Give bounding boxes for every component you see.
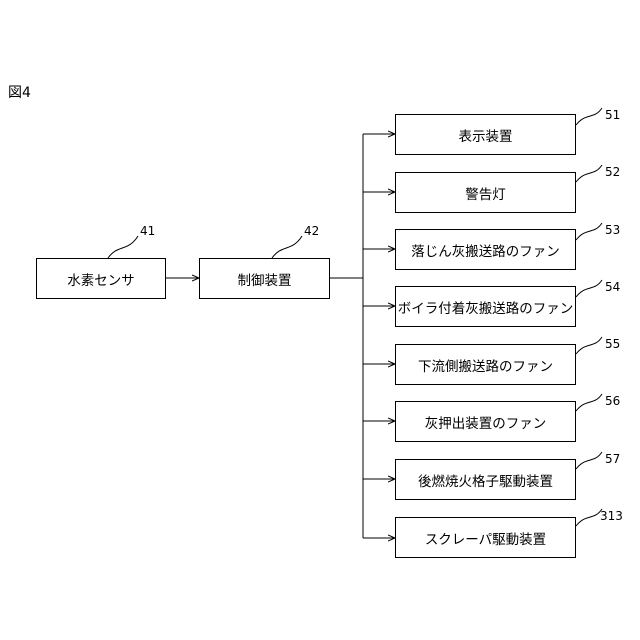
output-label: 後燃焼火格子駆動装置 [418, 470, 553, 490]
ref-number-52: 52 [605, 165, 620, 179]
hydrogen-sensor-box: 水素センサ [36, 258, 166, 299]
ref-number-56: 56 [605, 394, 620, 408]
output-box-boiler-ash-fan: ボイラ付着灰搬送路のファン [395, 286, 576, 327]
ref-number-41: 41 [140, 224, 155, 238]
ref-leader-55 [576, 337, 602, 354]
output-box-warning-light: 警告灯 [395, 172, 576, 213]
output-label: 表示装置 [459, 125, 513, 145]
output-label: 警告灯 [465, 183, 506, 203]
ref-leader-313 [576, 509, 602, 526]
ref-number-42: 42 [304, 224, 319, 238]
ref-number-53: 53 [605, 223, 620, 237]
ref-number-54: 54 [605, 280, 620, 294]
ref-leader-52 [576, 165, 602, 182]
ref-leader-53 [576, 223, 602, 240]
ref-leader-51 [576, 108, 602, 125]
ref-leader-56 [576, 394, 602, 411]
output-label: スクレーパ駆動装置 [425, 528, 546, 548]
ref-leader-41 [108, 236, 138, 258]
ref-number-51: 51 [605, 108, 620, 122]
output-label: ボイラ付着灰搬送路のファン [398, 297, 574, 317]
control-device-box: 制御装置 [199, 258, 330, 299]
output-label: 落じん灰搬送路のファン [411, 240, 560, 260]
ref-leader-57 [576, 452, 602, 469]
output-box-ash-extruder-fan: 灰押出装置のファン [395, 401, 576, 442]
control-device-label: 制御装置 [238, 269, 292, 289]
output-box-grate-drive: 後燃焼火格子駆動装置 [395, 459, 576, 500]
ref-number-57: 57 [605, 452, 620, 466]
output-label: 灰押出装置のファン [425, 412, 547, 432]
hydrogen-sensor-label: 水素センサ [67, 269, 135, 289]
output-box-scraper-drive: スクレーパ駆動装置 [395, 517, 576, 558]
output-label: 下流側搬送路のファン [418, 355, 553, 375]
output-box-display-device: 表示装置 [395, 114, 576, 155]
ref-number-313: 313 [600, 509, 623, 523]
output-box-downstream-fan: 下流側搬送路のファン [395, 344, 576, 385]
ref-leader-42 [272, 236, 302, 258]
output-box-fallen-ash-fan: 落じん灰搬送路のファン [395, 229, 576, 270]
ref-leader-54 [576, 280, 602, 297]
ref-number-55: 55 [605, 337, 620, 351]
